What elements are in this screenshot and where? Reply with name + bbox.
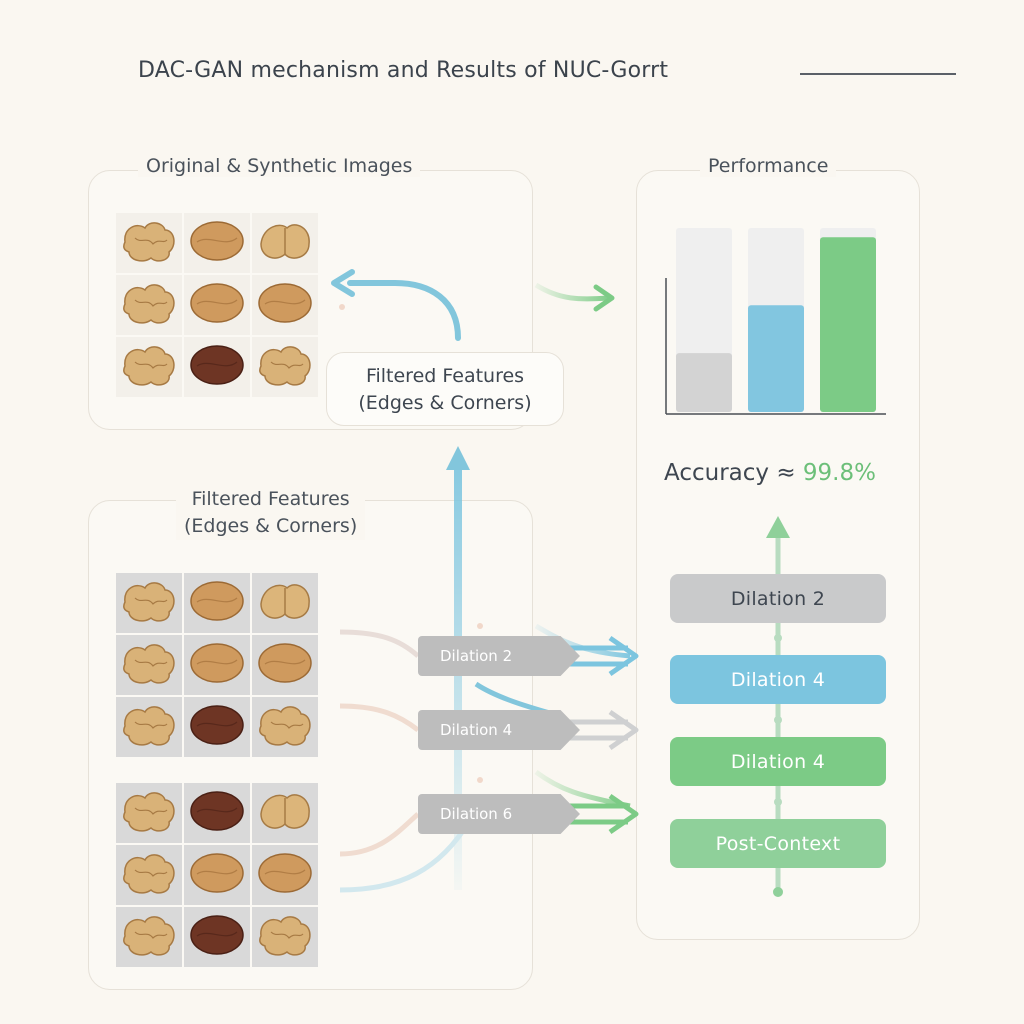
feedback-arrow-head [331,269,355,297]
walnut-kernel-icon [255,338,315,396]
walnut-dark-icon [187,338,247,396]
filtered-features-callout: Filtered Features (Edges & Corners) [326,352,564,426]
callout-line1: Filtered Features [365,365,525,387]
walnut-image-cell [116,213,182,273]
walnut-image-cell [184,213,250,273]
almond-icon [255,276,315,334]
bottom-left-label-line1: Filtered Features [191,488,350,510]
walnut-kernel-icon [119,784,179,842]
walnut-kernel-icon [119,846,179,904]
bottom-left-label-line2: (Edges & Corners) [184,515,358,537]
walnut-image-cell [116,337,182,397]
walnut-image-cell [116,783,182,843]
walnut-image-cell [116,907,182,967]
dilation-tag-2: Dilation 4 [418,710,580,750]
walnut-kernel-icon [119,574,179,632]
dilation-tag-3: Dilation 6 [418,794,580,834]
almond-icon [255,846,315,904]
filtered-images-grid-2 [116,783,318,967]
filtered-images-grid-1 [116,573,318,757]
walnut-image-cell [252,275,318,335]
walnut-image-cell [184,573,250,633]
walnut-half-icon [255,574,315,632]
walnut-dark-icon [187,908,247,966]
top-left-panel-label: Original & Synthetic Images [138,155,421,177]
upward-flow-head [446,446,470,470]
walnut-dark-icon [187,784,247,842]
walnut-kernel-icon [119,276,179,334]
walnut-image-cell [252,573,318,633]
upward-flow [454,470,462,890]
walnut-image-cell [252,213,318,273]
walnut-image-cell [184,845,250,905]
walnut-kernel-icon [119,338,179,396]
chart-bar-2 [748,305,804,412]
page-title: DAC-GAN mechanism and Results of NUC-Gor… [138,58,669,83]
almond-icon [187,214,247,272]
walnut-image-cell [252,907,318,967]
walnut-kernel-icon [255,908,315,966]
walnut-image-cell [116,697,182,757]
walnut-image-cell [184,337,250,397]
stage-dilation-2: Dilation 2 [670,574,886,623]
output-arrow-head [593,284,615,312]
walnut-kernel-icon [119,636,179,694]
walnut-image-cell [252,783,318,843]
walnut-image-cell [252,635,318,695]
walnut-kernel-icon [119,698,179,756]
almond-icon [187,574,247,632]
callout-line2: (Edges & Corners) [358,392,532,414]
almond-icon [187,276,247,334]
stage-dilation-4-blue: Dilation 4 [670,655,886,704]
walnut-kernel-icon [119,214,179,272]
walnut-image-cell [184,275,250,335]
stage-post-context: Post-Context [670,819,886,868]
chart-bar-3 [820,237,876,412]
title-rule [800,73,956,75]
accuracy-label: Accuracy ≈ [664,460,796,486]
performance-panel-label: Performance [700,155,837,177]
walnut-image-cell [252,845,318,905]
almond-icon [187,846,247,904]
walnut-image-cell [116,275,182,335]
walnut-image-cell [184,697,250,757]
almond-icon [187,636,247,694]
walnut-image-cell [184,907,250,967]
stage-dilation-4-green: Dilation 4 [670,737,886,786]
accuracy-readout: Accuracy ≈ 99.8% [664,460,876,486]
walnut-kernel-icon [255,698,315,756]
performance-bar-chart [665,228,886,415]
bottom-left-panel-label: Filtered Features (Edges & Corners) [176,486,366,540]
walnut-image-cell [252,697,318,757]
walnut-half-icon [255,214,315,272]
walnut-half-icon [255,784,315,842]
original-images-grid [116,213,318,397]
walnut-image-cell [116,573,182,633]
walnut-image-cell [184,635,250,695]
walnut-kernel-icon [119,908,179,966]
dilation-tag-1: Dilation 2 [418,636,580,676]
walnut-image-cell [184,783,250,843]
output-arrow [534,282,609,302]
walnut-dark-icon [187,698,247,756]
chart-bar-1 [676,353,732,412]
walnut-image-cell [116,635,182,695]
walnut-image-cell [116,845,182,905]
walnut-image-cell [252,337,318,397]
almond-icon [255,636,315,694]
feedback-arrow [347,280,461,341]
accuracy-value: 99.8% [802,460,876,486]
